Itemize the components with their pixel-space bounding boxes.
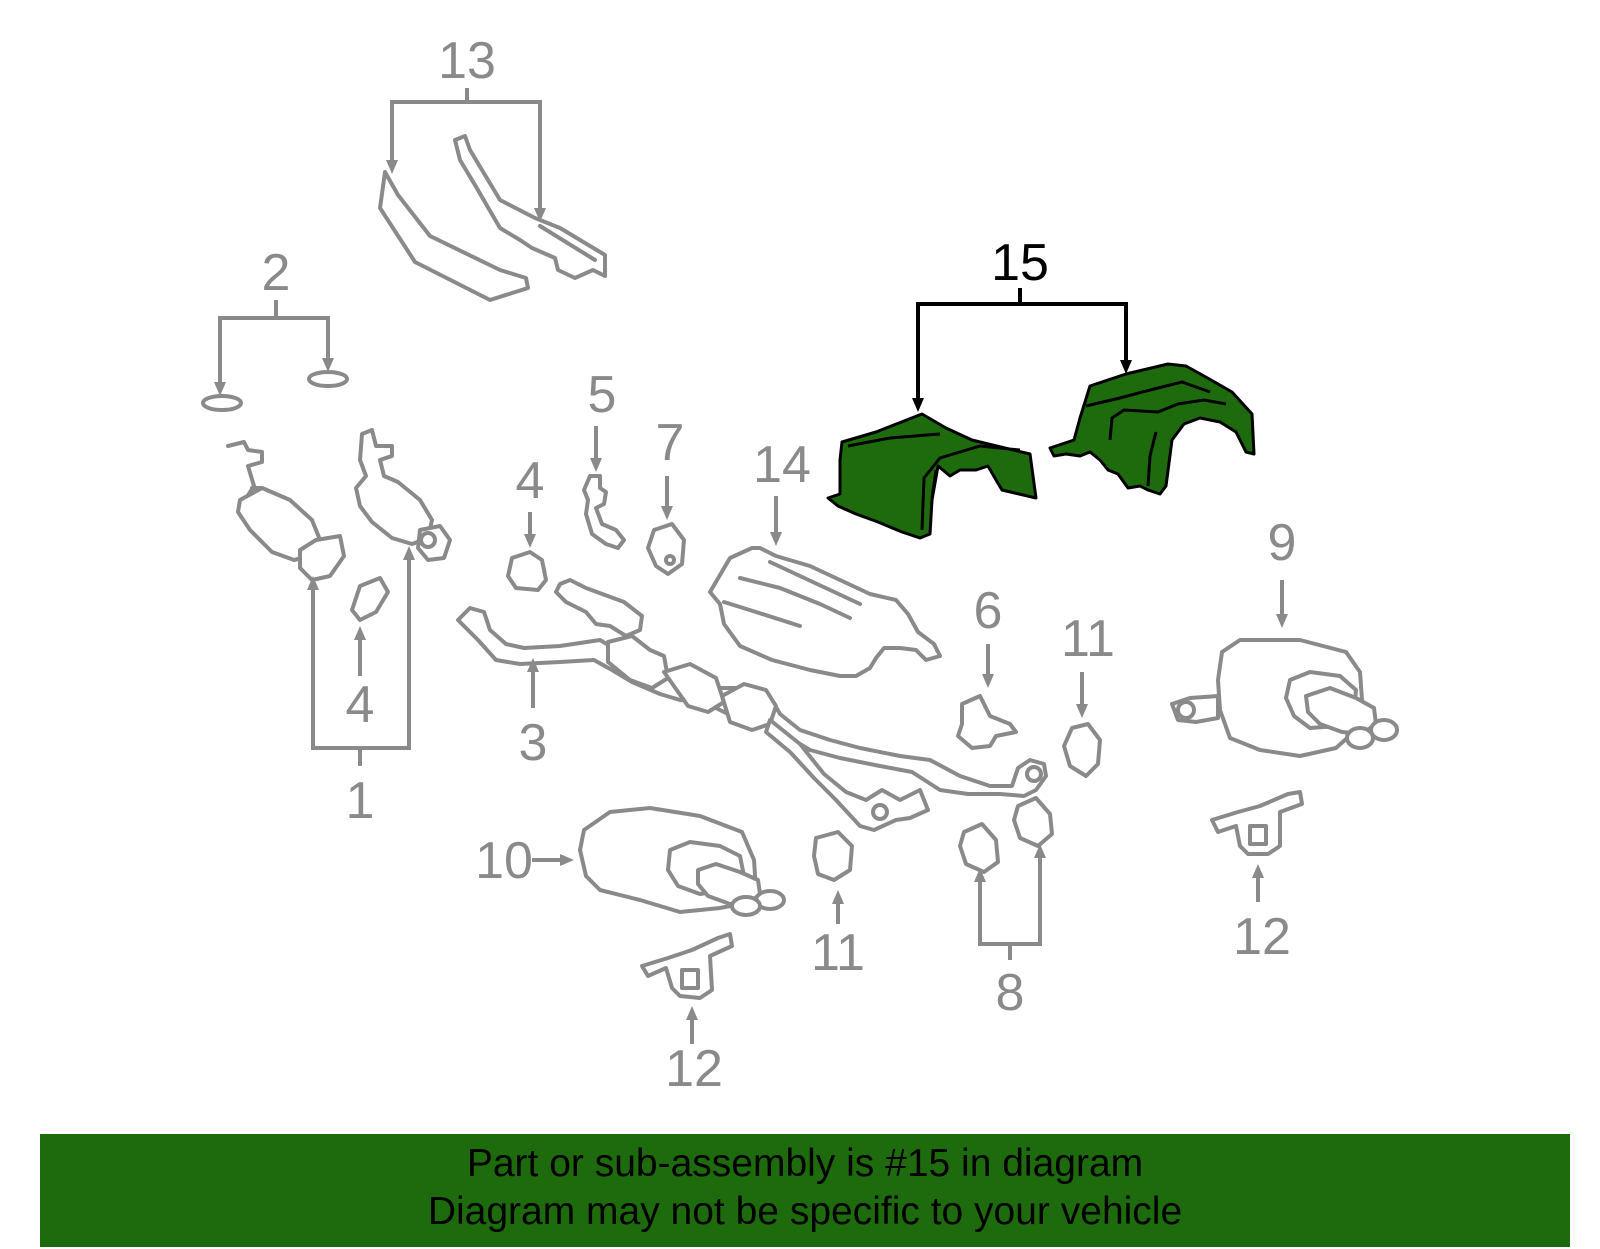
- callout-15: 15: [912, 234, 1132, 412]
- part-4-gasket-lower[interactable]: [350, 576, 390, 622]
- callout-14-label: 14: [753, 436, 811, 494]
- callout-4a: 4: [516, 452, 545, 548]
- callout-12b-label: 12: [1233, 908, 1291, 966]
- callout-3-label: 3: [519, 714, 548, 772]
- callout-8-label: 8: [996, 964, 1025, 1022]
- part-12-bracket-right[interactable]: [1210, 790, 1304, 856]
- part-2-gaskets[interactable]: [201, 370, 349, 412]
- banner-line-2: Diagram may not be specific to your vehi…: [427, 1190, 1183, 1233]
- part-5-oxygen-sensor[interactable]: [582, 474, 626, 550]
- callout-1-label: 1: [346, 772, 375, 830]
- callout-11a: 11: [811, 890, 865, 982]
- part-12-bracket-left[interactable]: [640, 932, 734, 1000]
- callout-15-label: 15: [991, 234, 1049, 292]
- callout-9: 9: [1268, 514, 1297, 628]
- callout-13: 13: [386, 32, 546, 222]
- callout-12a-label: 12: [665, 1040, 723, 1098]
- callout-12a: 12: [665, 1006, 723, 1098]
- callout-11a-label: 11: [811, 924, 865, 982]
- part-4-gasket-upper[interactable]: [506, 550, 548, 592]
- callout-12b: 12: [1233, 864, 1291, 966]
- part-1-catalytic-converters[interactable]: [226, 428, 452, 582]
- callout-7-label: 7: [656, 414, 685, 472]
- part-3-front-pipe[interactable]: [456, 578, 1048, 832]
- callout-3: 3: [519, 658, 548, 772]
- callout-2-label: 2: [262, 244, 291, 302]
- callout-9-label: 9: [1268, 514, 1297, 572]
- part-6-bracket[interactable]: [956, 694, 1018, 750]
- callout-14: 14: [753, 436, 811, 546]
- callout-10: 10: [475, 832, 574, 890]
- callout-4b: 4: [346, 626, 375, 734]
- callout-7: 7: [656, 414, 685, 520]
- part-10-muffler-left[interactable]: [578, 806, 786, 917]
- callout-4b-label: 4: [346, 676, 375, 734]
- callout-11b: 11: [1061, 610, 1115, 718]
- callout-5-label: 5: [588, 366, 617, 424]
- part-8-hangers[interactable]: [958, 796, 1054, 874]
- callout-6-label: 6: [974, 582, 1003, 640]
- part-11-gasket-right[interactable]: [1062, 722, 1102, 778]
- callout-5: 5: [588, 366, 617, 472]
- callout-11b-label: 11: [1061, 610, 1115, 668]
- callout-8: 8: [974, 844, 1046, 1022]
- callout-1: 1: [307, 546, 415, 830]
- callout-6: 6: [974, 582, 1003, 688]
- part-11-gasket-left[interactable]: [812, 830, 854, 882]
- callout-2: 2: [214, 244, 334, 396]
- callout-4a-label: 4: [516, 452, 545, 510]
- callout-13-label: 13: [438, 32, 496, 90]
- callout-10-label: 10: [475, 832, 533, 890]
- info-banner: Part or sub-assembly is #15 in diagram D…: [40, 1134, 1570, 1247]
- banner-line-1: Part or sub-assembly is #15 in diagram: [466, 1142, 1144, 1185]
- part-13-heat-shields[interactable]: [378, 134, 607, 302]
- part-15-heat-shields-highlighted[interactable]: [826, 362, 1256, 540]
- part-14-heat-shield[interactable]: [708, 546, 942, 678]
- part-9-muffler-right[interactable]: [1170, 638, 1399, 758]
- part-7-hanger[interactable]: [646, 522, 686, 576]
